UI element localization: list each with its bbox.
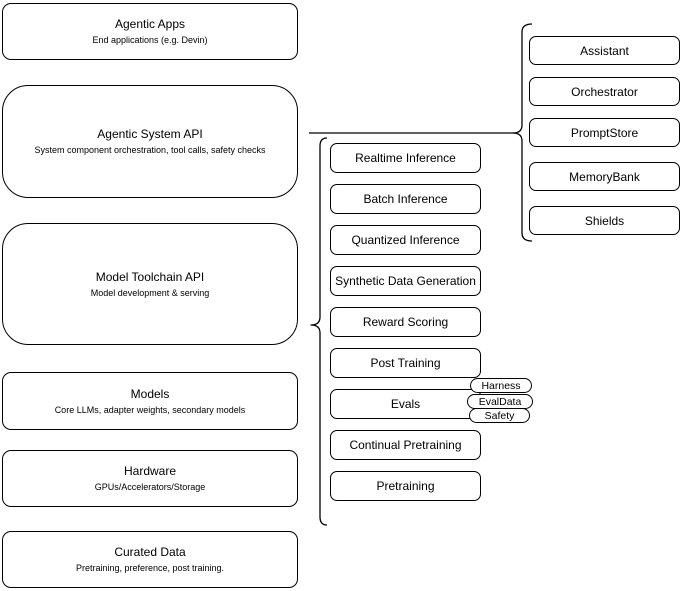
node-reward-scoring: Reward Scoring <box>330 307 481 337</box>
node-post-training: Post Training <box>330 348 481 378</box>
node-realtime-inference: Realtime Inference <box>330 143 481 173</box>
node-subtitle: End applications (e.g. Devin) <box>92 35 208 45</box>
node-agentic-apps: Agentic Apps End applications (e.g. Devi… <box>2 3 298 60</box>
node-synthetic-data-generation: Synthetic Data Generation <box>330 266 481 296</box>
node-continual-pretraining: Continual Pretraining <box>330 430 481 460</box>
node-models: Models Core LLMs, adapter weights, secon… <box>2 372 298 430</box>
node-subtitle: System component orchestration, tool cal… <box>34 145 266 155</box>
node-memorybank: MemoryBank <box>529 162 680 191</box>
tag-safety: Safety <box>469 408 530 423</box>
node-promptstore: PromptStore <box>529 118 680 147</box>
node-agentic-system-api: Agentic System API System component orch… <box>2 85 298 198</box>
node-title: Hardware <box>123 464 177 478</box>
middle-column-bracket <box>310 137 328 526</box>
node-subtitle: Core LLMs, adapter weights, secondary mo… <box>54 404 246 415</box>
tag-evaldata: EvalData <box>467 394 533 409</box>
node-hardware: Hardware GPUs/Accelerators/Storage <box>2 450 298 507</box>
node-title: Models <box>130 386 170 401</box>
node-quantized-inference: Quantized Inference <box>330 225 481 255</box>
node-curated-data: Curated Data Pretraining, preference, po… <box>2 531 298 588</box>
node-subtitle: Pretraining, preference, post training. <box>75 563 225 573</box>
node-batch-inference: Batch Inference <box>330 184 481 214</box>
node-pretraining: Pretraining <box>330 471 481 501</box>
node-model-toolchain-api: Model Toolchain API Model development & … <box>2 223 298 345</box>
node-orchestrator: Orchestrator <box>529 77 680 106</box>
node-subtitle: GPUs/Accelerators/Storage <box>94 482 206 492</box>
node-assistant: Assistant <box>529 36 680 65</box>
node-shields: Shields <box>529 206 680 235</box>
node-subtitle: Model development & serving <box>90 287 210 298</box>
tag-harness: Harness <box>470 378 532 393</box>
node-title: Curated Data <box>114 545 186 559</box>
node-title: Agentic Apps <box>114 17 186 31</box>
node-title: Agentic System API <box>97 127 203 141</box>
node-title: Model Toolchain API <box>95 269 205 284</box>
node-evals: Evals <box>330 389 481 419</box>
